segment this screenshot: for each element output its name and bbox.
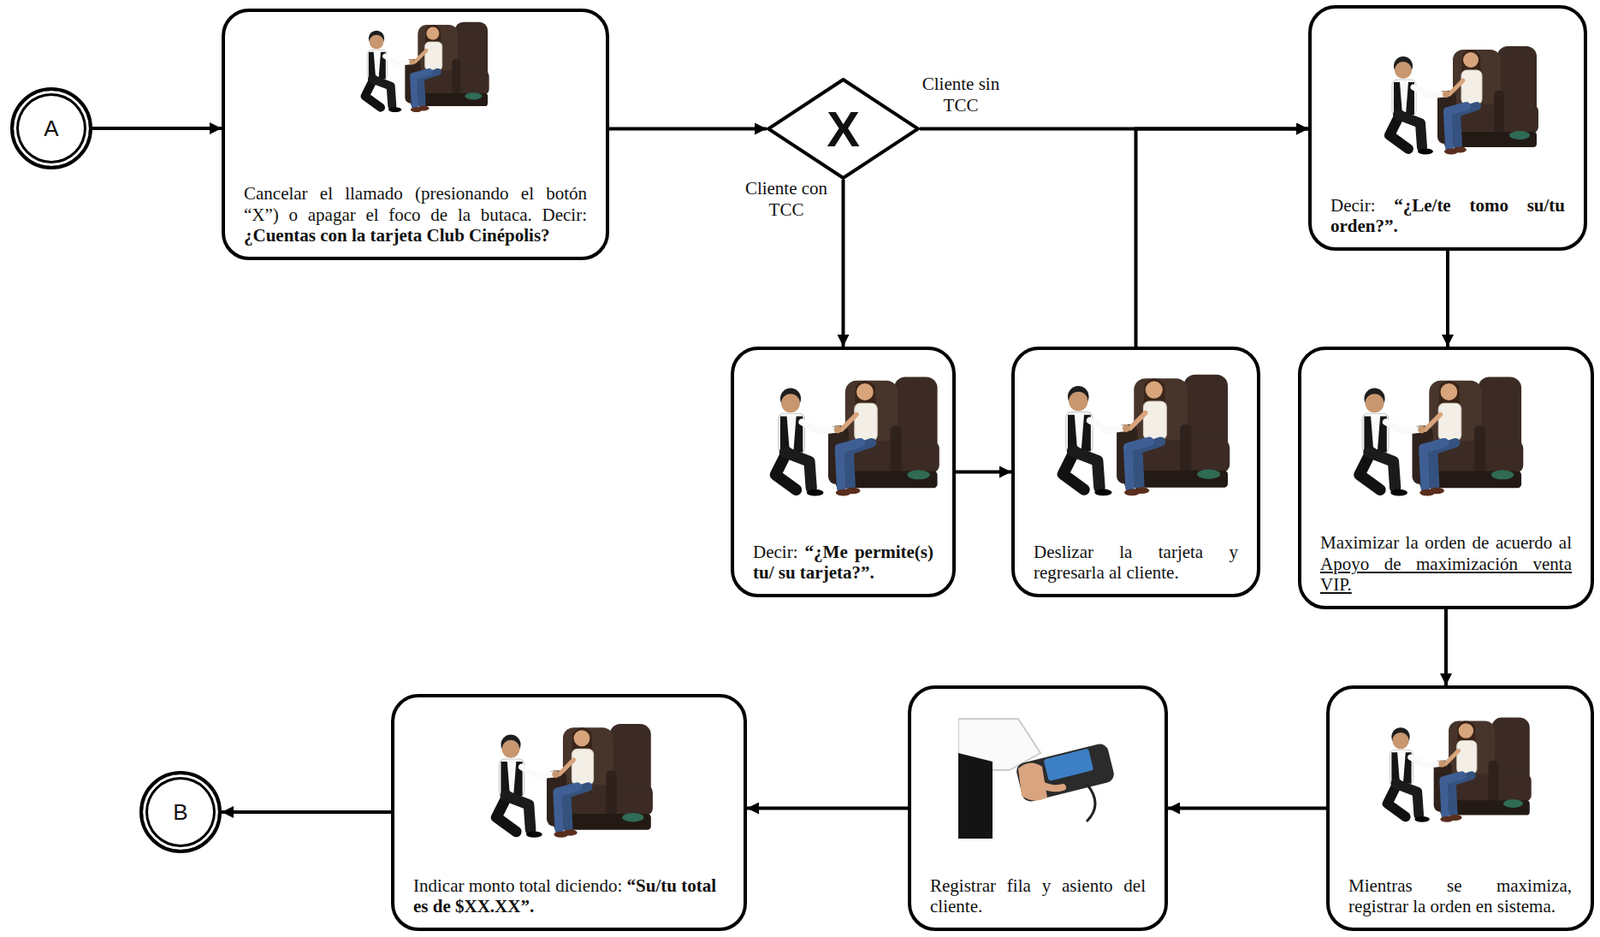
scene-illustration — [1389, 46, 1539, 155]
device-illustration — [958, 718, 1116, 839]
node-text: Mientras se maximiza, registrar la orden… — [1348, 875, 1572, 918]
step-text: ¿Cuentas con la tarjeta Club Cinépolis? — [243, 225, 551, 246]
process-box: Decir: “¿Me permite(s) tu/ su tarjeta?”. — [730, 346, 956, 598]
flow-arrow — [1444, 609, 1448, 686]
step-text: Mientras se maximiza, registrar la orden… — [1348, 875, 1572, 918]
step-text: Cancelar el llamado (presionando el botó… — [243, 183, 587, 226]
scene-illustration — [1062, 374, 1230, 497]
step-text: Deslizar la tarjeta y regresarla al clie… — [1033, 541, 1239, 584]
connector-circle: A — [10, 87, 93, 170]
flow-arrow — [1167, 806, 1327, 811]
node-text: Decir: “¿Me permite(s) tu/ su tarjeta?”. — [752, 541, 934, 584]
process-box: Mientras se maximiza, registrar la orden… — [1326, 685, 1595, 931]
flow-arrow — [1445, 250, 1450, 347]
flow-arrow — [221, 810, 392, 814]
step-text: Decir: — [752, 541, 798, 563]
scene-illustration — [496, 723, 653, 838]
step-text: Apoyo de maximización venta VIP. — [1320, 553, 1572, 596]
flow-arrow — [609, 127, 767, 131]
step-text: Indicar monto total diciendo: — [413, 875, 623, 896]
node-text: B — [172, 799, 188, 825]
step-text: Maximizar la orden de acuerdo al — [1320, 532, 1572, 553]
step-text: B — [172, 799, 188, 825]
scene-illustration — [1387, 717, 1532, 823]
diamond-shape — [768, 79, 919, 178]
node-text: Indicar monto total diciendo: “Su/tu tot… — [413, 875, 725, 918]
process-box: Cancelar el llamado (presionando el botó… — [221, 8, 610, 261]
step-text: “Su/tu total es de $XX.XX”. — [413, 875, 717, 918]
node-text: Maximizar la orden de acuerdo al Apoyo d… — [1320, 532, 1572, 596]
node-text: Decir: “¿Le/te tomo su/tu orden?”. — [1330, 195, 1565, 238]
process-box: Decir: “¿Le/te tomo su/tu orden?”. — [1308, 5, 1588, 251]
node-text: Cancelar el llamado (presionando el botó… — [243, 183, 587, 247]
node-text: Registrar fila y asiento del cliente. — [930, 875, 1146, 918]
edge-label: Cliente sin TCC — [918, 73, 1004, 116]
scene-illustration — [775, 376, 939, 496]
process-box: Deslizar la tarjeta y regresarla al clie… — [1011, 346, 1261, 598]
flow-arrow — [955, 470, 1012, 475]
flow-arrow — [841, 179, 846, 347]
flow-arrow — [746, 806, 908, 811]
step-text: A — [43, 115, 59, 142]
step-text: “¿Le/te tomo su/tu orden?”. — [1330, 195, 1565, 238]
connector-circle: B — [139, 770, 222, 854]
node-text: X — [826, 104, 860, 155]
step-text: “¿Me permite(s) tu/ su tarjeta?”. — [752, 541, 934, 584]
flow-arrow — [92, 126, 222, 131]
step-text: Decir: — [1330, 195, 1375, 216]
node-text: Deslizar la tarjeta y regresarla al clie… — [1033, 541, 1239, 584]
step-text: X — [826, 100, 860, 157]
scene-illustration — [365, 22, 490, 113]
process-box: Registrar fila y asiento del cliente. — [907, 685, 1168, 931]
process-box: Indicar monto total diciendo: “Su/tu tot… — [391, 693, 747, 931]
scene-illustration — [1359, 376, 1523, 496]
process-box: Maximizar la orden de acuerdo al Apoyo d… — [1297, 346, 1595, 610]
decision-diamond: X — [766, 77, 920, 180]
flow-arrow — [1136, 129, 1310, 348]
step-text: Registrar fila y asiento del cliente. — [930, 875, 1146, 918]
edge-label: Cliente con TCC — [743, 177, 830, 220]
node-text: A — [43, 115, 59, 142]
diamond-outline — [766, 77, 920, 180]
